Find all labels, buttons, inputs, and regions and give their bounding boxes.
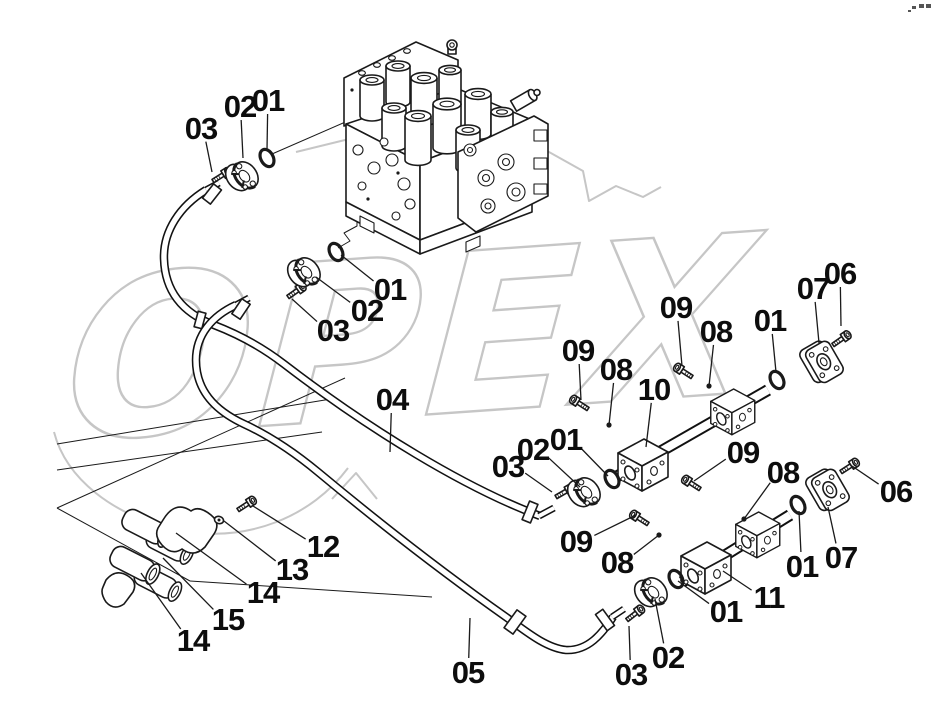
callout-label: 06 (880, 474, 913, 509)
leader-dot (656, 532, 662, 538)
leader-dot (606, 422, 612, 428)
callout-label: 14 (247, 575, 281, 610)
leader-line (175, 532, 247, 585)
flange-group-d (552, 466, 624, 516)
control-valve-assembly (271, 39, 549, 255)
leader-line (708, 344, 715, 387)
callout-label: 03 (492, 449, 525, 484)
leader-line (798, 510, 802, 553)
callout-label: 08 (600, 352, 633, 387)
leader-line (814, 301, 820, 344)
leader-line (633, 534, 660, 555)
callout-label: 02 (652, 640, 684, 675)
callout-label: 07 (825, 540, 857, 575)
leader-line (140, 572, 182, 630)
hose-04 (159, 179, 556, 524)
valve-hex-fitting (446, 39, 458, 55)
leader-line (594, 514, 637, 537)
leader-line (677, 320, 683, 367)
callout-label: 09 (560, 524, 593, 559)
callout-label: 08 (601, 545, 634, 580)
callout-label: 01 (252, 83, 285, 118)
leader-line (315, 276, 351, 303)
callout-label: 07 (797, 271, 829, 306)
leader-line (608, 382, 615, 426)
valve-right-section (457, 115, 549, 233)
callout-label: 09 (660, 290, 693, 325)
valve-pilot-fitting (509, 88, 541, 112)
corner-print-artifact (908, 4, 931, 12)
leader-line (722, 570, 752, 591)
flange-group-f (623, 566, 688, 625)
leader-line (628, 625, 631, 661)
leader-line (389, 412, 392, 453)
callout-label: 05 (452, 655, 485, 690)
leader-line (266, 113, 269, 151)
leader-line (240, 119, 244, 159)
leader-line (839, 286, 842, 327)
leader-line (851, 465, 879, 485)
callout-label: 13 (276, 552, 309, 587)
leader-line (223, 520, 277, 562)
leader-line (468, 617, 471, 659)
callout-label: 11 (754, 580, 786, 615)
leader-line (340, 254, 374, 282)
leader-line (677, 580, 710, 605)
bolt-06-lower (837, 456, 862, 477)
callout-label: 03 (317, 313, 350, 348)
bolt-06-upper (829, 328, 854, 350)
callout-label: 03 (615, 657, 648, 692)
hose-05 (191, 294, 626, 655)
callout-label: 03 (185, 111, 218, 146)
valve-left-ports (352, 137, 416, 221)
callout-label: 01 (374, 272, 407, 307)
callout-label: 01 (786, 549, 819, 584)
leader-line (252, 505, 306, 540)
pipe-assembly-upper (567, 328, 854, 492)
callout-label: 12 (307, 529, 339, 564)
callout-label: 10 (638, 372, 670, 407)
pipe-assembly-lower (627, 456, 862, 595)
leader-line (654, 598, 665, 644)
clamp-assembly (101, 494, 259, 608)
callout-label: 01 (754, 303, 787, 338)
bolt-09-c (627, 508, 652, 529)
leader-line (578, 363, 582, 401)
callout-label: 09 (562, 333, 595, 368)
callout-label: 02 (224, 89, 256, 124)
leader-line (548, 457, 581, 488)
callout-label: 04 (376, 382, 410, 417)
leader-line (162, 557, 214, 610)
callout-label: 08 (700, 314, 733, 349)
callout-label: 09 (727, 435, 760, 470)
clamp-plate-15 (155, 506, 218, 554)
leader-dot (706, 383, 712, 389)
leader-line (524, 472, 553, 493)
callout-label: 01 (550, 422, 583, 457)
leader-line (645, 402, 652, 448)
valve-solenoid-caps (359, 39, 514, 174)
callout-label: 01 (710, 594, 743, 629)
leader-dot (741, 516, 747, 522)
clamp-plate-lower (101, 572, 136, 608)
callout-label: 14 (177, 623, 211, 658)
leader-line (693, 458, 727, 482)
leader-line (743, 482, 771, 520)
callout-label: 02 (517, 432, 549, 467)
leader-line (291, 298, 318, 323)
bolt-12 (234, 494, 259, 515)
leader-line (771, 333, 777, 373)
callout-label: 08 (767, 455, 800, 490)
callout-label: 15 (212, 602, 245, 637)
callout-label: 02 (351, 293, 383, 328)
leader-line (580, 447, 609, 477)
leader-line (827, 506, 837, 544)
callout-label: 06 (824, 256, 857, 291)
leader-line (205, 141, 213, 173)
